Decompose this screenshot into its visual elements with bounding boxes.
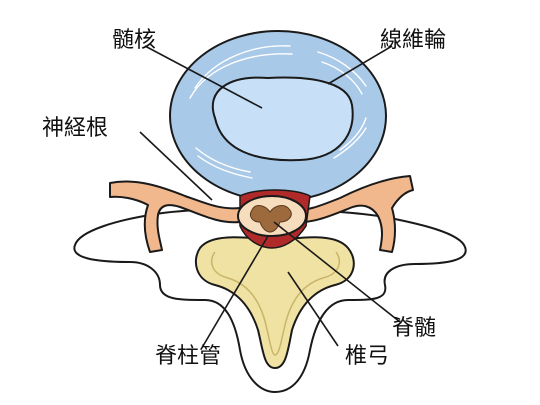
nerve-root-right [289, 175, 414, 253]
label-annulus-fibrosus: 線維輪 [380, 28, 447, 53]
leader-vertebral-arch [287, 271, 339, 347]
label-vertebral-arch: 椎弓 [345, 344, 390, 369]
label-spinal-canal: 脊柱管 [155, 344, 222, 369]
leader-nucleus [144, 45, 263, 109]
nucleus-pulposus [212, 76, 354, 162]
leader-nerve-root [139, 131, 213, 201]
leader-annulus [327, 45, 393, 85]
annulus-rings [189, 45, 367, 179]
label-nucleus-pulposus: 髄核 [112, 28, 157, 53]
label-nerve-root: 神経根 [42, 116, 109, 141]
leader-spinal-cord [273, 221, 401, 323]
spinal-canal-inner-line [211, 251, 340, 356]
leader-lines [139, 45, 401, 347]
label-spinal-cord: 脊髄 [392, 316, 437, 341]
nerve-root-left [109, 180, 241, 253]
spinal-cord-grey-matter [249, 205, 292, 233]
leader-spinal-canal [202, 235, 269, 347]
